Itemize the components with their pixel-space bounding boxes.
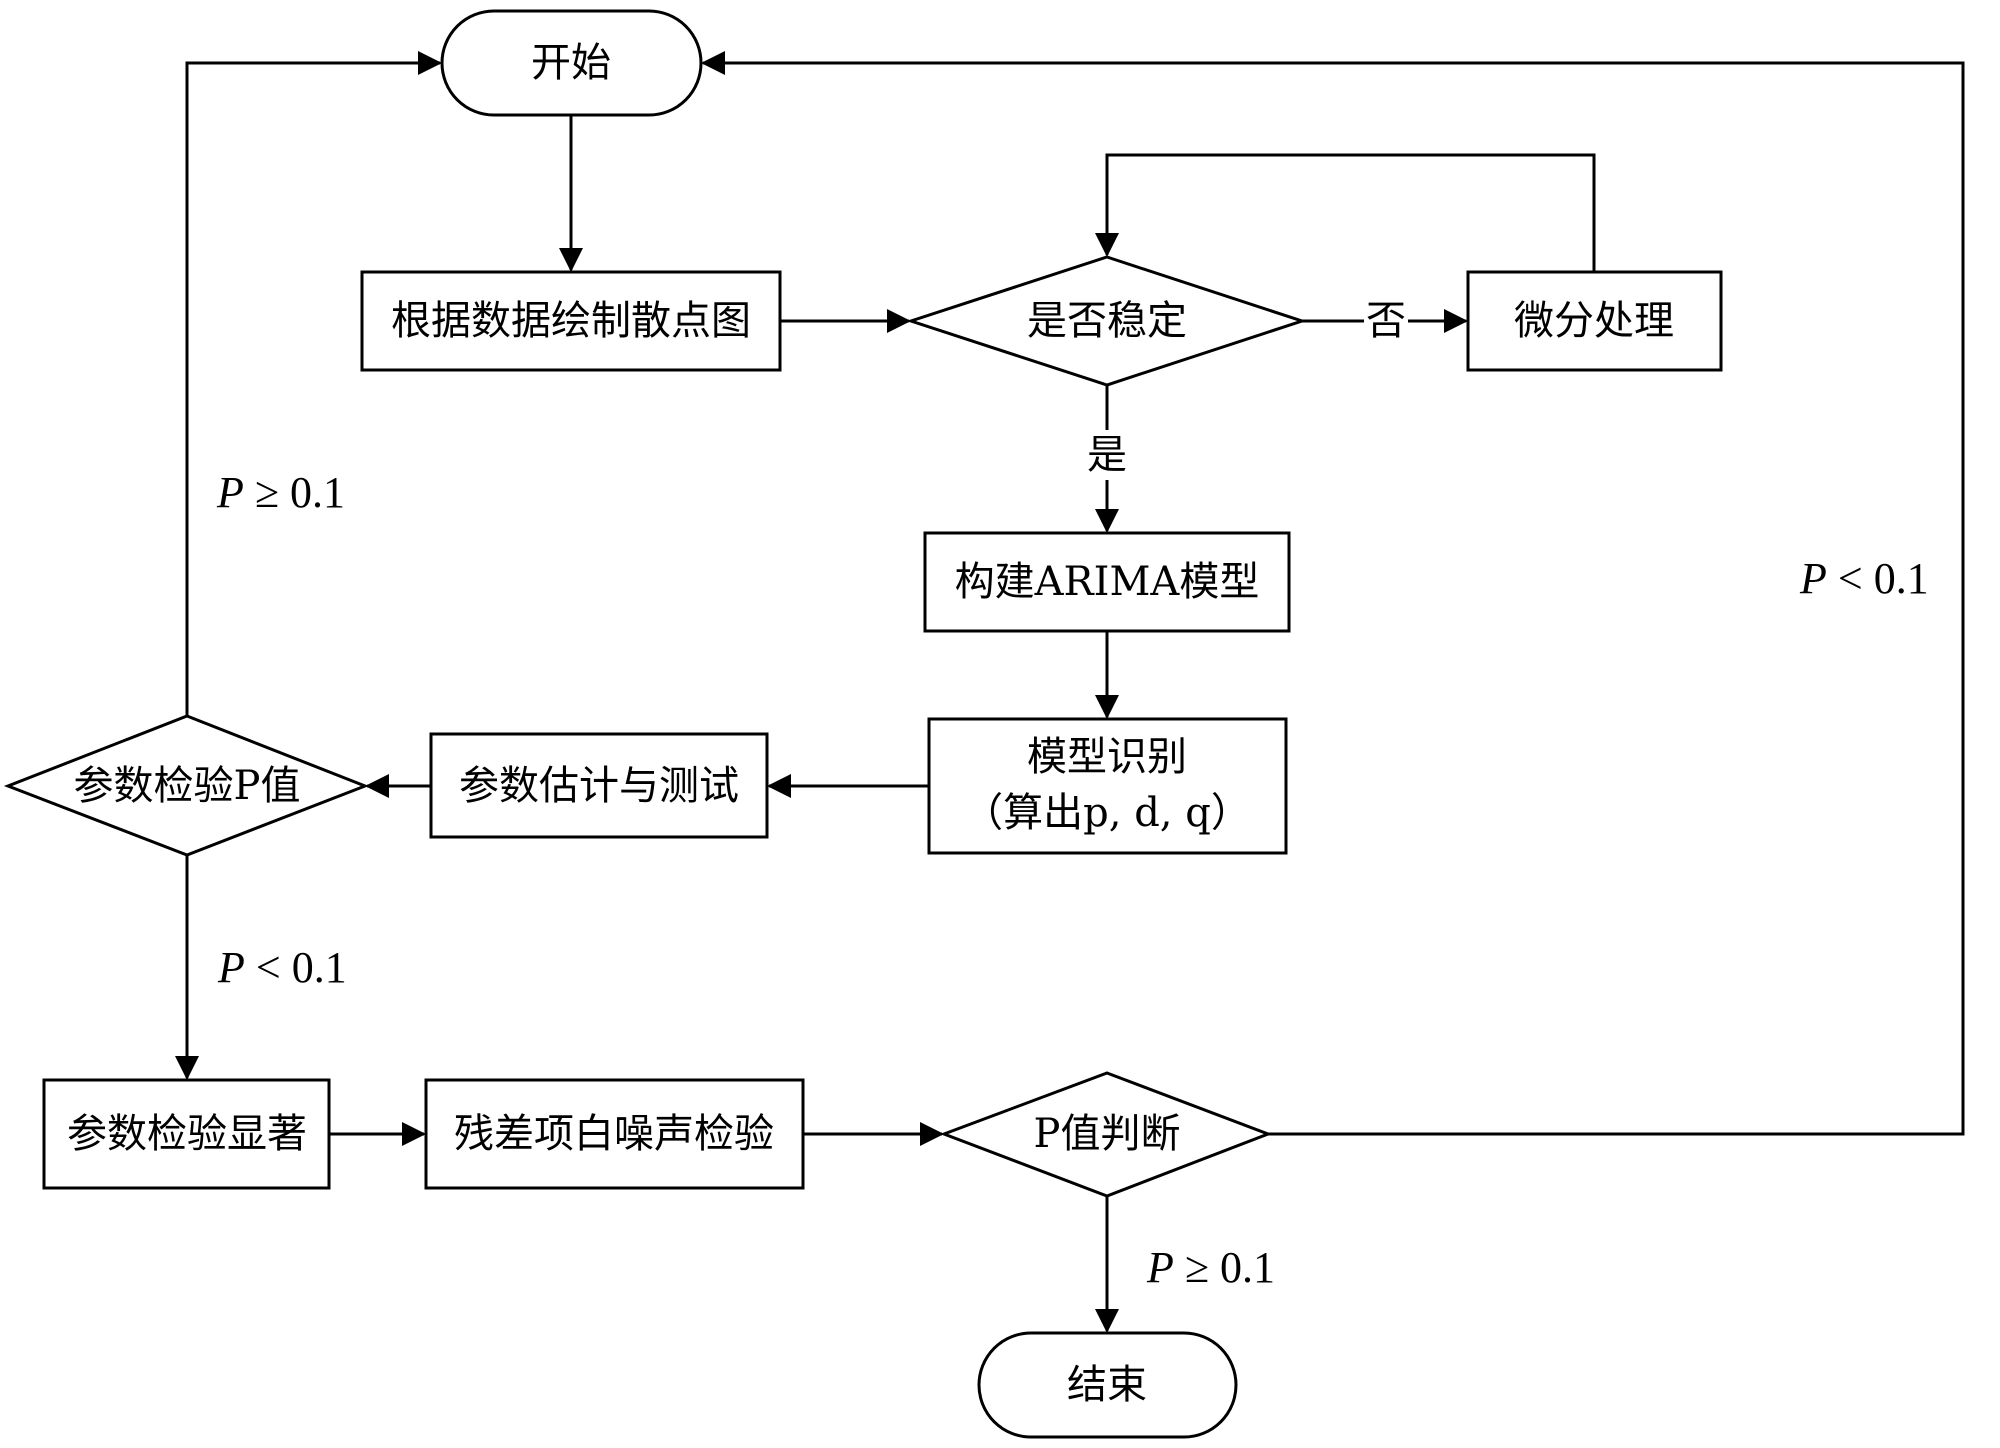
judge-ge-rest: ≥ 0.1 [1174, 1243, 1275, 1292]
node-estimate[interactable]: 参数估计与测试 [429, 732, 769, 839]
param-p-diamond [3, 714, 370, 857]
param-lt-rest: < 0.1 [245, 943, 347, 992]
scatter-box [360, 270, 782, 372]
edge-difference-loop-back [1095, 153, 1596, 272]
estimate-label: 参数估计与测试 [459, 763, 739, 809]
param-ge-var: P [216, 468, 244, 517]
residual-box [424, 1078, 805, 1190]
node-build-arima[interactable]: 构建ARIMA模型 [923, 531, 1291, 633]
significant-box [42, 1078, 331, 1190]
judge-lt-var: P [1799, 554, 1827, 603]
significant-label: 参数检验显著 [67, 1111, 307, 1157]
node-scatter[interactable]: 根据数据绘制散点图 [360, 270, 782, 372]
edges [175, 51, 1965, 1333]
start-terminal-shape [440, 9, 703, 117]
edge-label-judge-lt: P < 0.1 [1799, 554, 1929, 603]
edge-label-param-lt: P < 0.1 [217, 943, 347, 992]
end-label: 结束 [1067, 1362, 1147, 1408]
start-label: 开始 [531, 40, 611, 86]
stationary-diamond [906, 255, 1307, 387]
node-stationary[interactable]: 是否稳定 [906, 255, 1307, 387]
edge-label-yes: 是 [1087, 432, 1127, 478]
p-judge-diamond [939, 1071, 1273, 1198]
edge-label-param-ge: P ≥ 0.1 [216, 468, 345, 517]
judge-lt-rest: < 0.1 [1827, 554, 1929, 603]
node-residual[interactable]: 残差项白噪声检验 [424, 1078, 805, 1190]
end-terminal-shape [977, 1331, 1238, 1439]
node-param-p[interactable]: 参数检验P值 [3, 714, 370, 857]
judge-ge-var: P [1146, 1243, 1174, 1292]
build-arima-box [923, 531, 1291, 633]
node-end[interactable]: 结束 [977, 1331, 1238, 1439]
build-arima-label: 构建ARIMA模型 [955, 559, 1260, 605]
stationary-label: 是否稳定 [1027, 298, 1187, 344]
node-significant[interactable]: 参数检验显著 [42, 1078, 331, 1190]
p-judge-label: P值判断 [1034, 1111, 1181, 1157]
difference-label: 微分处理 [1514, 298, 1674, 344]
node-identify[interactable]: 模型识别 （算出p, d, q） [927, 717, 1288, 855]
edge-param-p-to-start [185, 51, 442, 716]
edge-label-judge-ge: P ≥ 0.1 [1146, 1243, 1275, 1292]
param-ge-rest: ≥ 0.1 [244, 468, 345, 517]
node-p-judge[interactable]: P值判断 [939, 1071, 1273, 1198]
param-lt-var: P [217, 943, 245, 992]
identify-label: 模型识别 [1027, 734, 1187, 780]
no-label-bg [1364, 298, 1408, 344]
identify-sublabel: （算出p, d, q） [963, 790, 1251, 836]
identify-box [927, 717, 1288, 855]
node-start[interactable]: 开始 [440, 9, 703, 117]
edge-label-no: 否 [1366, 298, 1406, 344]
yes-label-bg [1085, 430, 1129, 480]
node-difference[interactable]: 微分处理 [1466, 270, 1723, 372]
residual-label: 残差项白噪声检验 [454, 1111, 774, 1157]
edge-p-judge-to-start [701, 51, 1965, 1136]
difference-box [1466, 270, 1723, 372]
estimate-box [429, 732, 769, 839]
param-p-label: 参数检验P值 [74, 763, 301, 809]
scatter-label: 根据数据绘制散点图 [391, 298, 751, 344]
